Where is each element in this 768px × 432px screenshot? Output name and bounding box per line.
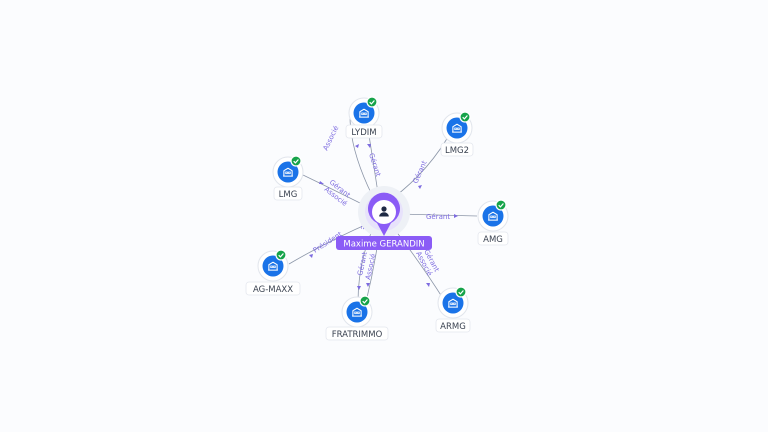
company-node-amg[interactable]: AMG (477, 199, 509, 246)
company-node-lydim[interactable]: LYDIM (345, 96, 383, 139)
relation-edge-amg-gerant: Gérant (397, 213, 478, 221)
relation-label: Gérant (426, 213, 450, 221)
company-node-fratrimmo[interactable]: FRATRIMMO (325, 295, 389, 341)
person-icon (379, 206, 389, 217)
verified-check-icon (455, 286, 467, 298)
relation-label: Gérant (367, 152, 382, 178)
verified-check-icon (495, 199, 507, 211)
company-name: ARMG (440, 322, 466, 332)
company-name: LYDIM (351, 128, 376, 138)
verified-check-icon (275, 249, 287, 261)
company-name: AG-MAXX (253, 285, 293, 295)
company-node-lmg2[interactable]: LMG2 (440, 111, 474, 157)
company-nodes-layer: LYDIM LMG2 LMG (245, 96, 509, 341)
person-name: Maxime GERANDIN (343, 240, 424, 250)
company-name: LMG (279, 190, 298, 200)
relation-label: Associé (322, 125, 341, 152)
verified-check-icon (359, 295, 371, 307)
company-name: AMG (483, 235, 503, 245)
company-name: LMG2 (445, 146, 469, 156)
relation-label: Gérant (412, 159, 429, 184)
company-node-armg[interactable]: ARMG (435, 286, 471, 333)
relation-edge-lmg2-gerant: Gérant (392, 129, 453, 199)
company-node-lmg[interactable]: LMG (272, 155, 304, 201)
verified-check-icon (459, 111, 471, 123)
verified-check-icon (290, 155, 302, 167)
company-node-ag-maxx[interactable]: AG-MAXX (245, 249, 301, 296)
person-node[interactable]: Maxime GERANDIN (336, 186, 432, 250)
verified-check-icon (366, 96, 378, 108)
company-name: FRATRIMMO (332, 330, 383, 340)
